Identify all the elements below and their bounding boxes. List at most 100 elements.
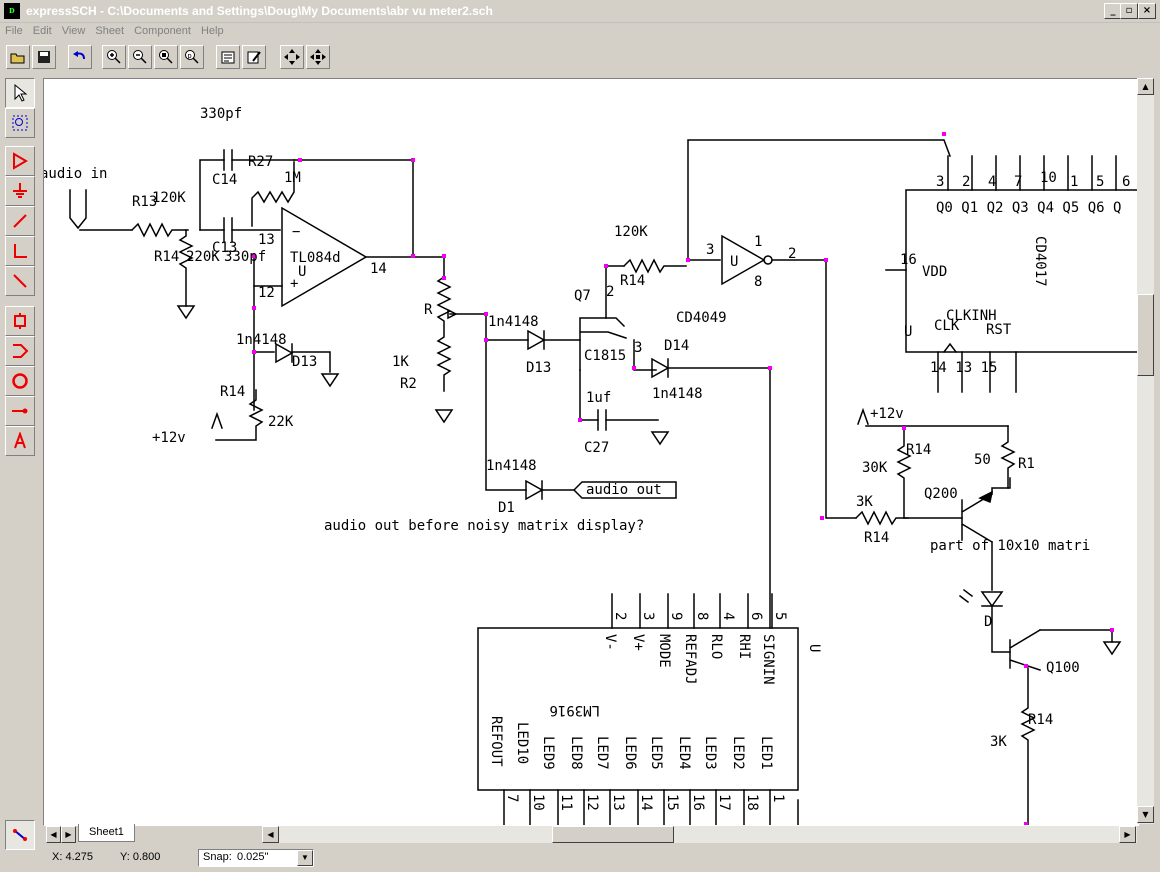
- label: 1K: [392, 354, 409, 370]
- restore-button[interactable]: ▫: [1120, 3, 1138, 19]
- label: 330pf: [200, 106, 242, 122]
- edit-button[interactable]: [242, 45, 266, 69]
- scroll-down-button[interactable]: ▼: [1137, 806, 1154, 823]
- move-all-button[interactable]: [306, 45, 330, 69]
- tool-zoom-select[interactable]: [5, 108, 35, 138]
- tool-component[interactable]: [5, 146, 35, 176]
- move-button[interactable]: [280, 45, 304, 69]
- zoom-fit-button[interactable]: p: [180, 45, 204, 69]
- undo-button[interactable]: [68, 45, 92, 69]
- r14-30k-resistor: [896, 425, 912, 519]
- schematic-labels: 330pf audio in R27 C14 1M R13 120K R14 2…: [44, 106, 1130, 811]
- label: R14: [864, 530, 889, 546]
- scroll-up-button[interactable]: ▲: [1137, 78, 1154, 95]
- menu-view[interactable]: View: [61, 25, 86, 37]
- zoom-select-icon: [12, 115, 28, 131]
- label: R14: [220, 384, 245, 400]
- vertical-scroll-thumb[interactable]: [1137, 294, 1154, 376]
- menu-component[interactable]: Component: [134, 25, 191, 37]
- tool-part[interactable]: [5, 306, 35, 336]
- scroll-left-button[interactable]: ◀: [262, 826, 279, 843]
- r2-potentiometer: [436, 256, 452, 392]
- label: 120K: [152, 190, 186, 206]
- label: V-: [602, 634, 618, 651]
- r13-resistor: [130, 222, 189, 238]
- c13-capacitor: [223, 217, 233, 243]
- label: V+: [630, 634, 646, 651]
- cd4017-top-pins: [947, 155, 1117, 191]
- tool-text[interactable]: [5, 426, 35, 456]
- schematic-canvas[interactable]: 330pf audio in R27 C14 1M R13 120K R14 2…: [43, 78, 1139, 826]
- label: 3: [936, 174, 944, 190]
- r14-3k-resistor: [854, 510, 909, 526]
- horizontal-scroll-thumb[interactable]: [552, 826, 674, 843]
- menu-edit[interactable]: Edit: [32, 25, 52, 37]
- lm3916-top-pins: [611, 593, 773, 629]
- zoom-out-button[interactable]: [128, 45, 152, 69]
- zoom-area-button[interactable]: [154, 45, 178, 69]
- save-icon: [38, 51, 50, 63]
- menu-file[interactable]: File: [5, 25, 23, 37]
- label: 220K: [186, 249, 220, 265]
- label: 16: [900, 252, 917, 268]
- c14-capacitor: [223, 149, 233, 171]
- label: R14: [154, 249, 179, 265]
- tool-port[interactable]: [5, 336, 35, 366]
- label: LED8: [568, 736, 584, 770]
- vertical-scrollbar[interactable]: ▲ ▼: [1137, 78, 1154, 824]
- tool-ground[interactable]: [5, 176, 35, 206]
- label: D13: [526, 360, 551, 376]
- label: MODE: [656, 634, 672, 668]
- tool-snap[interactable]: [5, 820, 35, 850]
- tool-bus[interactable]: [5, 236, 35, 266]
- snap-select[interactable]: Snap: 0.025" ▼: [198, 849, 314, 867]
- tool-bus-entry[interactable]: [5, 266, 35, 296]
- label: LED2: [730, 736, 746, 770]
- tool-circle[interactable]: [5, 366, 35, 396]
- label: D14: [664, 338, 689, 354]
- tool-select[interactable]: [5, 78, 35, 108]
- label: 1n4148: [488, 314, 539, 330]
- save-button[interactable]: [32, 45, 56, 69]
- vcc-arrow: [857, 407, 869, 425]
- open-button[interactable]: [6, 45, 30, 69]
- close-button[interactable]: ×: [1138, 3, 1156, 19]
- app-icon: ᴅ: [4, 3, 20, 19]
- tab-prev-button[interactable]: ◀: [46, 826, 61, 843]
- label: R14: [906, 442, 931, 458]
- menu-help[interactable]: Help: [200, 25, 224, 37]
- component-icon: [13, 152, 28, 170]
- label: CD4049: [676, 310, 727, 326]
- status-bar: X: 4.275 Y: 0.800 Snap: 0.025" ▼: [0, 846, 1160, 870]
- label: C27: [584, 440, 609, 456]
- lm3916-bottom-pins: [503, 789, 771, 825]
- horizontal-scrollbar[interactable]: ◀ ▶: [262, 826, 1137, 843]
- wire-icon: [13, 214, 27, 228]
- label: 30K: [862, 460, 888, 476]
- label: 1uf: [586, 390, 611, 406]
- r14-3k-b-resistor: [1020, 667, 1036, 825]
- scroll-right-button[interactable]: ▶: [1119, 826, 1136, 843]
- label: audio out before noisy matrix display?: [324, 518, 644, 534]
- label: LM3916: [549, 702, 600, 718]
- label: 3K: [856, 494, 873, 510]
- label: U: [730, 254, 738, 270]
- label: +12v: [870, 406, 904, 422]
- menu-sheet[interactable]: Sheet: [95, 25, 125, 37]
- tab-next-button[interactable]: ▶: [61, 826, 76, 843]
- tool-pin[interactable]: [5, 396, 35, 426]
- label: 13: [258, 232, 275, 248]
- label: R: [424, 302, 433, 318]
- label: 13: [610, 794, 626, 811]
- tab-sheet1[interactable]: Sheet1: [78, 824, 135, 842]
- r14-22k-resistor: [215, 389, 264, 441]
- zoom-in-button[interactable]: [102, 45, 126, 69]
- chevron-down-icon[interactable]: ▼: [297, 850, 313, 866]
- label: D1: [498, 500, 515, 516]
- properties-button[interactable]: [216, 45, 240, 69]
- label: 16: [690, 794, 706, 811]
- tool-wire[interactable]: [5, 206, 35, 236]
- label: Q0 Q1 Q2 Q3 Q4 Q5 Q6 Q: [936, 200, 1121, 216]
- label: 330pf: [224, 249, 266, 265]
- label: 12: [258, 285, 275, 301]
